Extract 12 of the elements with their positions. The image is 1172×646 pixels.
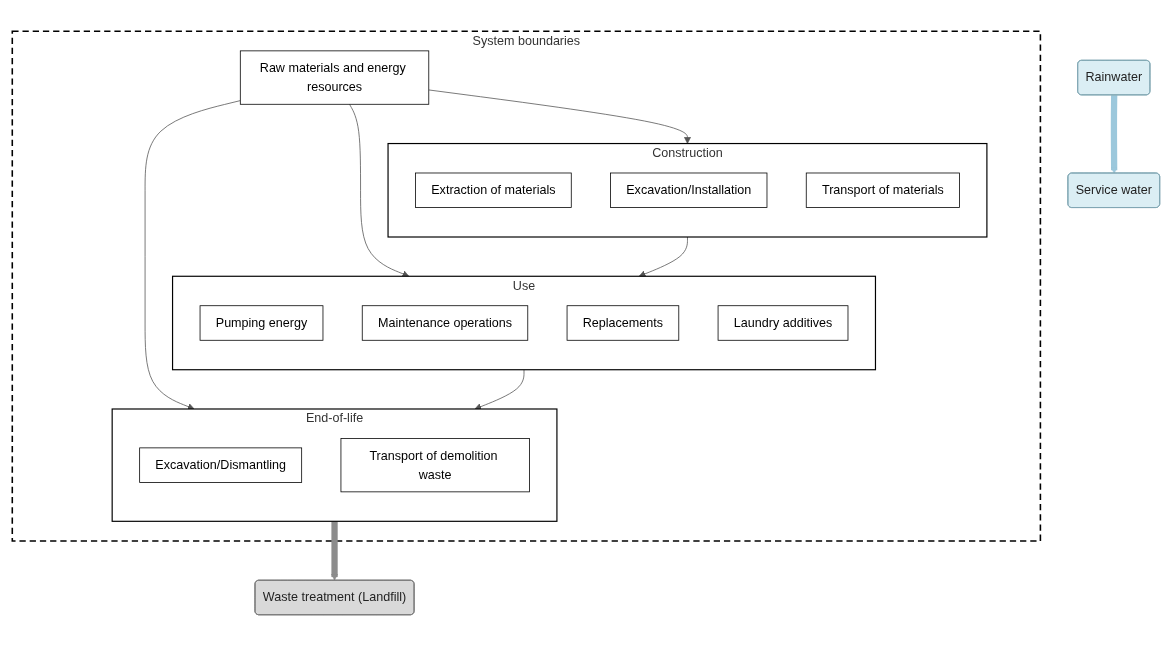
node-box: Raw materials and energy resources bbox=[239, 50, 430, 105]
arrow bbox=[1110, 95, 1118, 174]
node-box: Maintenance operations bbox=[361, 305, 529, 341]
node-box: Pumping energy bbox=[199, 305, 324, 341]
node-box: Replacements bbox=[566, 305, 680, 341]
node-box: Transport of materials bbox=[805, 172, 960, 208]
node-box: Extraction of materials bbox=[415, 172, 572, 208]
node-box: Transport of demolition waste bbox=[340, 438, 530, 493]
node-box: Excavation/Dismantling bbox=[139, 447, 303, 483]
arrow bbox=[331, 521, 338, 581]
node-box: Laundry additives bbox=[717, 305, 849, 341]
node-box: Excavation/Installation bbox=[610, 172, 768, 208]
